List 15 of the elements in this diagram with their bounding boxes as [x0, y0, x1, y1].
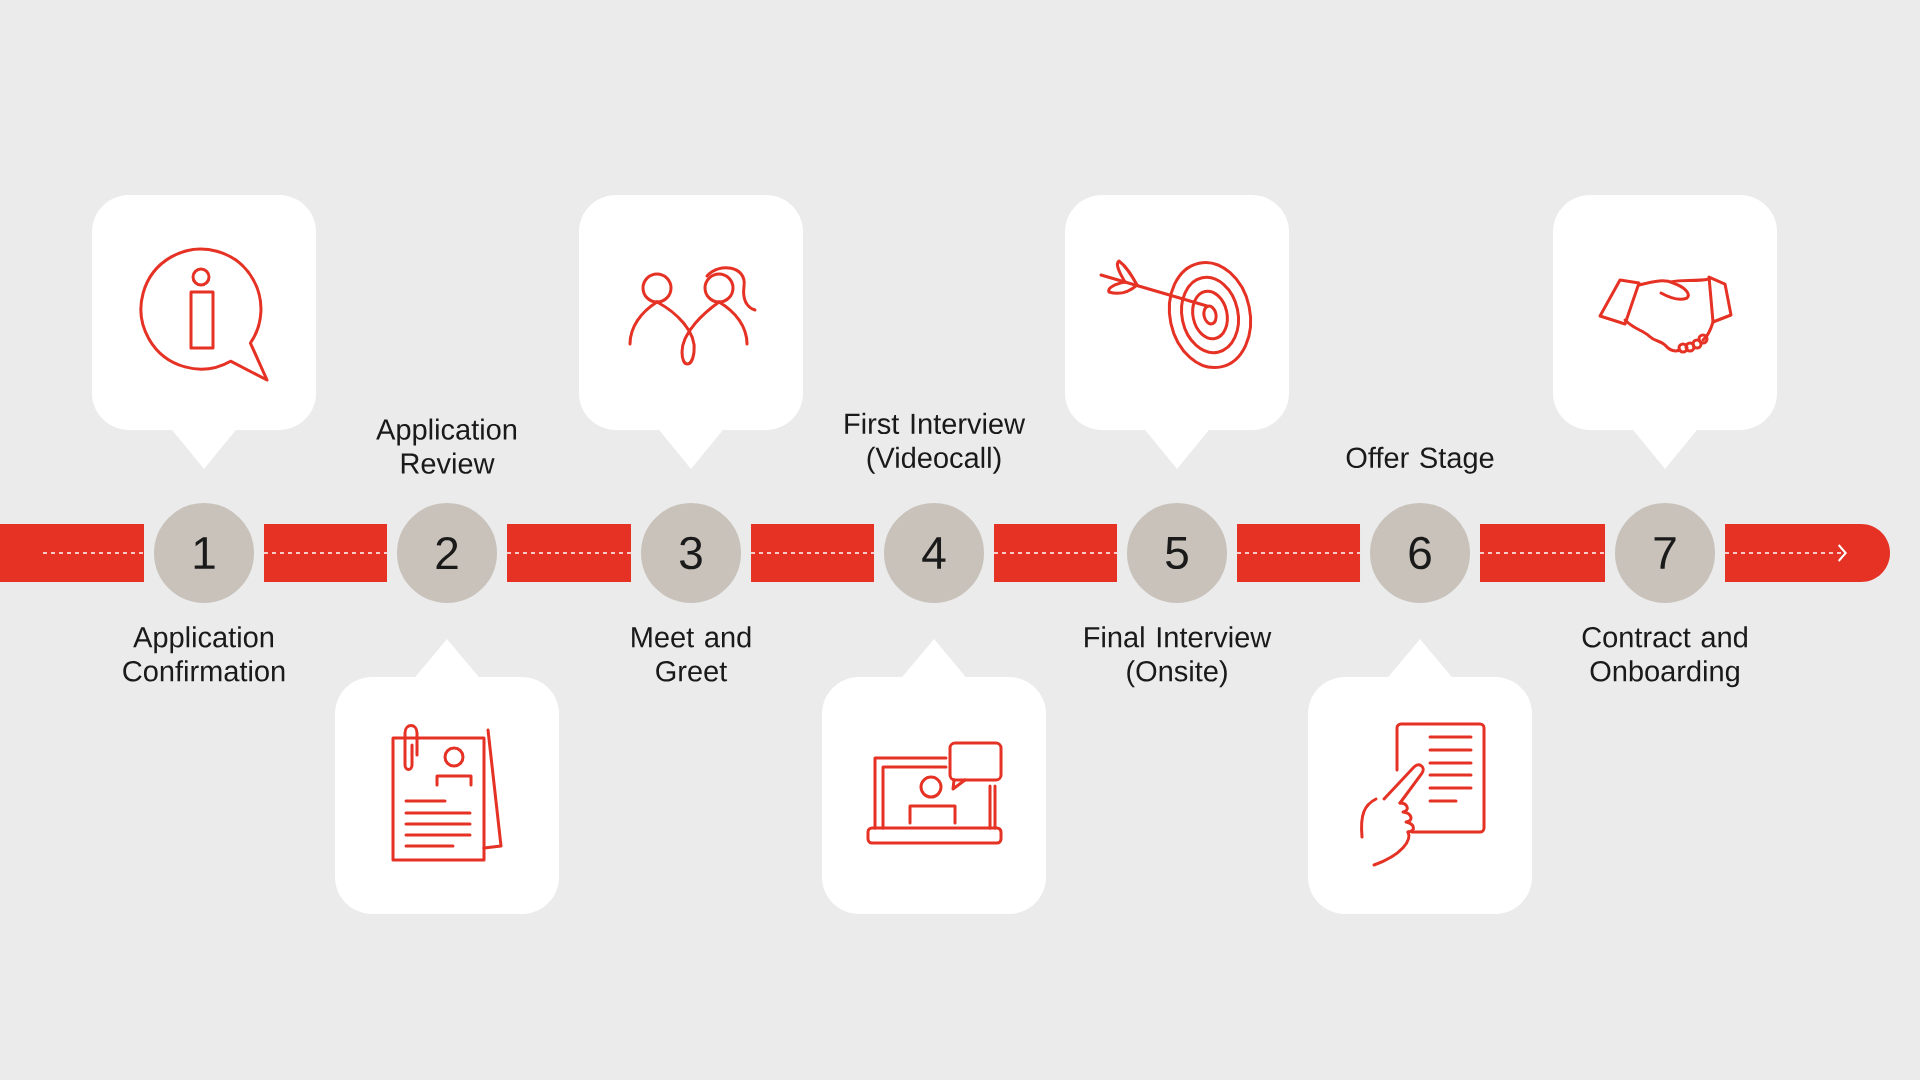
timeline-band [1479, 524, 1606, 582]
step-label: Offer Stage [1346, 446, 1494, 474]
timeline-band [0, 524, 145, 582]
step-label: Meet and Greet [632, 626, 751, 682]
step-label: Application Confirmation [123, 626, 285, 682]
step-label: Final Interview (Onsite) [1085, 626, 1272, 688]
step-label: Application Review [376, 418, 517, 474]
timeline-band [1236, 524, 1361, 582]
timeline-band [263, 524, 388, 582]
step-label: First Interview (Videocall) [845, 412, 1026, 474]
timeline-band [993, 524, 1118, 582]
timeline-band [750, 524, 875, 582]
timeline-band [506, 524, 632, 582]
timeline-band [1724, 524, 1890, 582]
step-label: Contract and Onboarding [1582, 626, 1747, 688]
